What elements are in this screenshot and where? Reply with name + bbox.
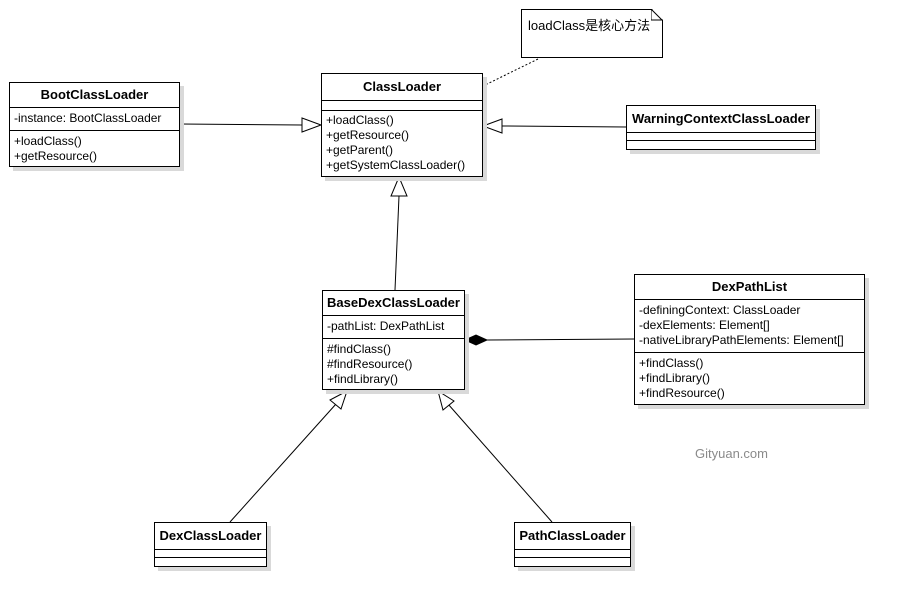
class-name: DexPathList: [635, 275, 864, 300]
operation: +getResource(): [14, 149, 98, 163]
operation-compartment: +loadClass() +getResource(): [10, 131, 179, 166]
operation: +loadClass(): [326, 113, 394, 127]
operation: +findLibrary(): [639, 371, 711, 385]
operation: +findLibrary(): [327, 372, 399, 386]
class-name: BaseDexClassLoader: [323, 291, 464, 316]
attribute-compartment: -definingContext: ClassLoader -dexElemen…: [635, 300, 864, 353]
operation: +getSystemClassLoader(): [326, 158, 466, 172]
attribute-compartment: -pathList: DexPathList: [323, 316, 464, 339]
operation: +getResource(): [326, 128, 410, 142]
attribute: -pathList: DexPathList: [327, 319, 445, 333]
boot-to-classloader-line: [179, 123, 303, 126]
composition-diamond: [463, 334, 489, 346]
dex-to-basedex-line: [229, 403, 337, 523]
class-name: ClassLoader: [322, 74, 482, 101]
operation: #findResource(): [327, 357, 413, 371]
basedex-to-classloader-line: [394, 195, 400, 291]
class-dexclassloader: DexClassLoader: [154, 522, 267, 567]
operation-compartment: [627, 141, 815, 149]
class-name: BootClassLoader: [10, 83, 179, 108]
class-classloader: ClassLoader +loadClass() +getResource() …: [321, 73, 483, 177]
attribute: -dexElements: Element[]: [639, 318, 770, 332]
path-to-basedex-line: [447, 403, 553, 523]
operation: +getParent(): [326, 143, 394, 157]
attribute: -definingContext: ClassLoader: [639, 303, 801, 317]
warning-to-classloader-line: [501, 125, 627, 128]
class-name: PathClassLoader: [515, 523, 630, 550]
operation-compartment: [155, 558, 266, 566]
basedex-generalization-arrow: [390, 175, 408, 197]
note: loadClass是核心方法: [521, 9, 663, 58]
note-anchor-line: [482, 58, 539, 87]
class-bootclassloader: BootClassLoader -instance: BootClassLoad…: [9, 82, 180, 167]
operation: +loadClass(): [14, 134, 82, 148]
path-generalization-arrow: [437, 389, 455, 411]
attribute-compartment: [322, 101, 482, 111]
operation-compartment: +loadClass() +getResource() +getParent()…: [322, 111, 482, 175]
operation: +findResource(): [639, 386, 725, 400]
attribute-compartment: [627, 133, 815, 141]
class-warningcontextclassloader: WarningContextClassLoader: [626, 105, 816, 150]
operation-compartment: #findClass() #findResource() +findLibrar…: [323, 339, 464, 389]
attribute: -instance: BootClassLoader: [14, 111, 162, 125]
attribute-compartment: -instance: BootClassLoader: [10, 108, 179, 131]
warning-generalization-arrow: [481, 118, 503, 134]
operation-compartment: [515, 558, 630, 566]
boot-generalization-arrow: [301, 117, 323, 133]
class-dexpathlist: DexPathList -definingContext: ClassLoade…: [634, 274, 865, 405]
operation: +findClass(): [639, 356, 704, 370]
attribute-compartment: [515, 550, 630, 558]
attribute-compartment: [155, 550, 266, 558]
class-name: DexClassLoader: [155, 523, 266, 550]
dex-generalization-arrow: [329, 389, 348, 410]
class-basedexclassloader: BaseDexClassLoader -pathList: DexPathLis…: [322, 290, 465, 390]
note-text: loadClass是核心方法: [528, 18, 651, 33]
class-pathclassloader: PathClassLoader: [514, 522, 631, 567]
watermark-text: Gityuan.com: [695, 446, 768, 461]
operation: #findClass(): [327, 342, 392, 356]
operation-compartment: +findClass() +findLibrary() +findResourc…: [635, 353, 864, 403]
note-fold-corner: [651, 9, 663, 21]
class-name: WarningContextClassLoader: [627, 106, 815, 133]
dexpathlist-composition-line: [486, 338, 635, 341]
attribute: -nativeLibraryPathElements: Element[]: [639, 333, 844, 347]
